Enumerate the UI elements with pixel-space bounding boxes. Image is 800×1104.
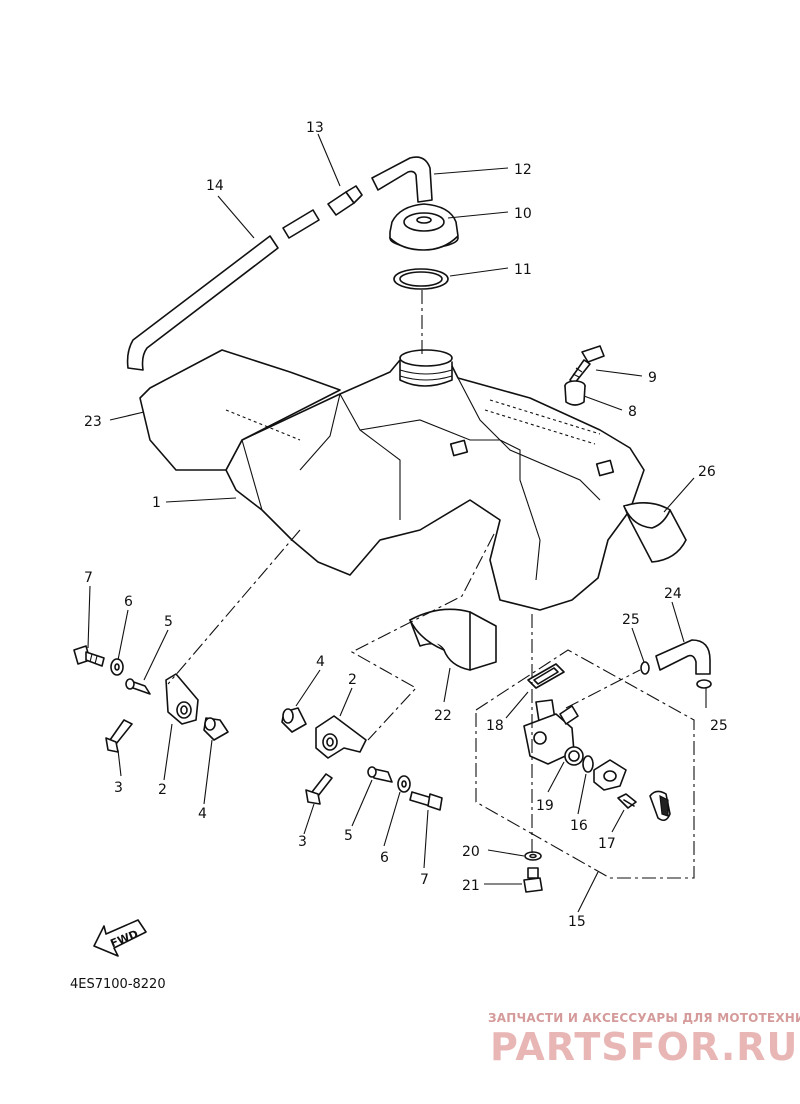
gasket-11 (393, 268, 449, 290)
fwd-arrow-icon: FWD (93, 919, 147, 957)
callout-20: 20 (462, 844, 480, 860)
damper-4-right (281, 707, 307, 733)
damper-26 (623, 502, 687, 563)
callout-5-left: 5 (164, 614, 173, 630)
damper-22 (409, 608, 497, 671)
washer-6-right (397, 775, 411, 793)
callout-25-upper: 25 (622, 612, 640, 628)
o-ring-16 (582, 755, 594, 773)
bolt-7-right (409, 791, 443, 811)
callout-3-right: 3 (298, 834, 307, 850)
bracket-2-left (165, 673, 199, 725)
callout-2-right-top: 2 (348, 672, 357, 688)
leader-lines (87, 133, 707, 913)
callout-26: 26 (698, 464, 716, 480)
callout-24: 24 (664, 586, 682, 602)
callout-15: 15 (568, 914, 586, 930)
hose-12 (371, 156, 433, 203)
callout-7-right: 7 (420, 872, 429, 888)
callout-23: 23 (84, 414, 102, 430)
bolt-3-left (105, 719, 133, 753)
callout-4-left: 4 (198, 806, 207, 822)
bolt-9 (569, 345, 605, 385)
callout-13: 13 (306, 120, 324, 136)
watermark-brand: PARTSFOR.RU (490, 1025, 798, 1069)
plate-16 (593, 759, 627, 791)
washer-6-left (110, 658, 124, 676)
bracket-2-right (315, 715, 367, 759)
callout-12: 12 (514, 162, 532, 178)
diagram-code: 4ES7100-8220 (70, 977, 166, 992)
callout-9: 9 (648, 370, 657, 386)
collar-5-left (125, 678, 151, 695)
clip-25-lower (696, 679, 712, 689)
bolt-3-right (305, 773, 333, 805)
callout-10: 10 (514, 206, 532, 222)
callout-8: 8 (628, 404, 637, 420)
callout-11: 11 (514, 262, 532, 278)
callout-3-left: 3 (114, 780, 123, 796)
washer-20 (524, 851, 542, 861)
callout-19: 19 (536, 798, 554, 814)
vent-hose-14 (126, 235, 279, 371)
watermark-tagline: ЗАПЧАСТИ И АКСЕССУАРЫ ДЛЯ МОТОТЕХНИКИ (488, 1011, 800, 1025)
callout-16: 16 (570, 818, 588, 834)
watermark: ЗАПЧАСТИ И АКСЕССУАРЫ ДЛЯ МОТОТЕХНИКИ PA… (488, 1011, 800, 1069)
callout-25-lower: 25 (710, 718, 728, 734)
damper-4-left (203, 717, 229, 741)
callout-6-left: 6 (124, 594, 133, 610)
callout-4-right-top: 4 (316, 654, 325, 670)
callout-labels: 13 12 14 10 11 9 8 23 26 1 7 6 5 4 2 24 … (84, 120, 728, 930)
collar-8 (564, 380, 586, 406)
callout-2-left: 2 (158, 782, 167, 798)
check-valve-13 (327, 185, 363, 216)
clip-25-upper (640, 661, 650, 675)
screw-17 (617, 793, 637, 809)
callout-17: 17 (598, 836, 616, 852)
callout-14: 14 (206, 178, 224, 194)
tank-cap-10 (389, 203, 459, 251)
drain-bolt-21 (523, 867, 543, 893)
vent-hose-short (282, 209, 320, 239)
callout-22: 22 (434, 708, 452, 724)
pad-23 (139, 349, 341, 471)
seal-19 (564, 746, 584, 766)
callout-7-left: 7 (84, 570, 93, 586)
fuel-cock-outline-15 (475, 649, 695, 879)
collar-5-right (367, 766, 393, 783)
bolt-7-left (73, 645, 105, 667)
fuel-tank-1 (225, 349, 645, 611)
fuel-hose-24 (655, 639, 711, 675)
gasket-18 (527, 663, 565, 689)
fuel-cock-body (523, 699, 579, 765)
callout-6-right: 6 (380, 850, 389, 866)
callout-1: 1 (152, 495, 161, 511)
callout-5-right: 5 (344, 828, 353, 844)
callout-21: 21 (462, 878, 480, 894)
alignment-lines (167, 290, 641, 854)
lever-knob (649, 790, 671, 822)
callout-18: 18 (486, 718, 504, 734)
